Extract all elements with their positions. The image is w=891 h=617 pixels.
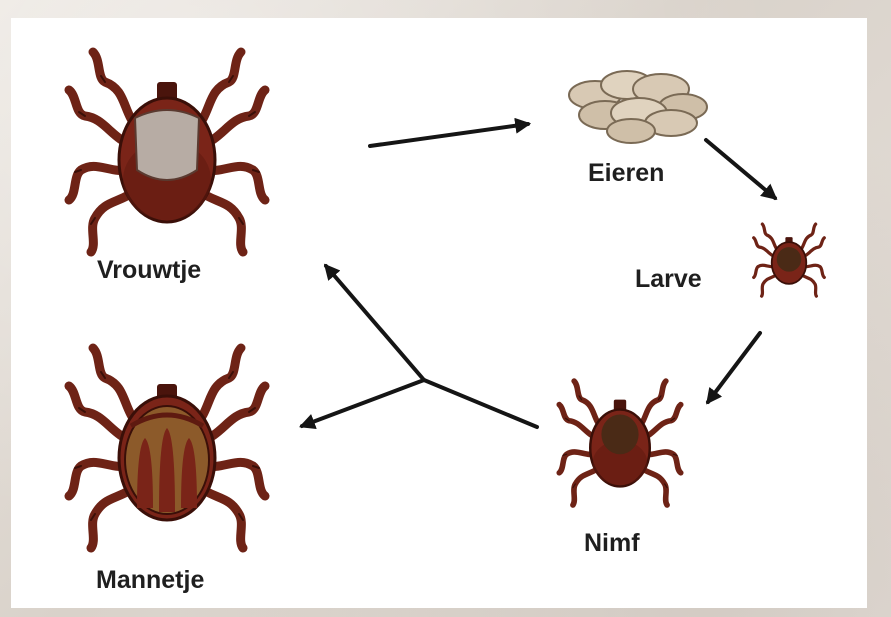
label-eggs: Eieren <box>588 161 664 186</box>
tick-male-icon <box>69 348 265 548</box>
tick-female-icon <box>69 52 265 252</box>
tick-nymph-icon <box>559 381 681 505</box>
label-female: Vrouwtje <box>97 258 201 283</box>
tick-larva-icon <box>754 224 825 296</box>
label-male: Mannetje <box>96 568 204 593</box>
arrow-icon <box>302 124 775 427</box>
egg-cluster-icon <box>569 71 707 143</box>
label-larva: Larve <box>635 267 702 292</box>
label-nymph: Nimf <box>584 531 640 556</box>
